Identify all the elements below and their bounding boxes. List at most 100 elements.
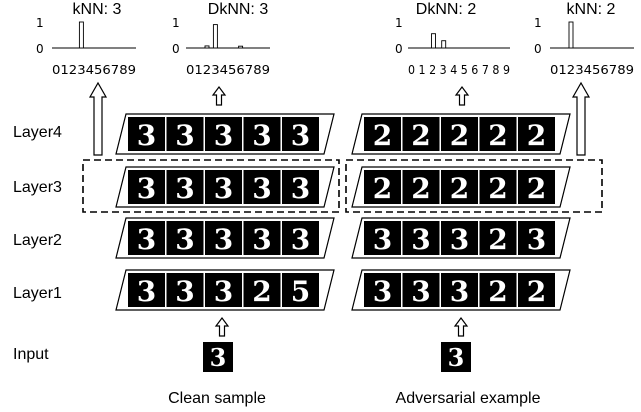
digit-tile [441,117,478,151]
digit-glyph: 2 [488,275,507,308]
dknn-arrow-clean [211,86,227,106]
digit-tile [128,117,165,151]
digit-tile [282,273,319,307]
knn-arrow-clean [88,81,108,156]
digit-tile [243,170,281,204]
digit-glyph: 3 [373,223,392,256]
digit-glyph: 3 [175,223,194,256]
digit-tile [128,273,165,307]
digit-tile [282,221,319,255]
x-tick-labels: 0123456789 [550,63,634,77]
digit-glyph: 3 [291,119,310,152]
digit-glyph: 2 [527,119,546,152]
input-arrow-clean [214,317,230,337]
clean-input-tile: 3 [203,342,233,372]
y-tick-1: 1 [395,16,403,30]
dknn-arrow-adv [454,86,470,106]
digit-tile [518,221,555,255]
y-tick-1: 1 [534,16,542,30]
digit-glyph: 2 [373,119,392,152]
bar-class-2 [568,21,574,49]
digit-glyph: 3 [137,223,156,256]
digit-glyph: 3 [252,223,271,256]
digit-tile [166,273,204,307]
digit-tile [205,221,242,255]
histogram-title: kNN: 3 [73,1,122,18]
digit-glyph: 3 [291,172,310,205]
y-tick-0: 0 [395,42,403,56]
digit-glyph: 2 [450,172,469,205]
digit-glyph: 3 [291,223,310,256]
digit-tile [402,170,440,204]
digit-tile [518,273,555,307]
digit-glyph: 2 [411,119,430,152]
digit-tile [518,117,555,151]
digit-glyph: 3 [214,223,233,256]
digit-tile [282,170,319,204]
input-arrow-adv [453,317,469,337]
layer1-label: Layer1 [13,285,62,302]
digit-glyph: 2 [373,172,392,205]
digit-tile [518,170,555,204]
digit-tile [205,273,242,307]
layer3-highlight-clean [82,159,340,213]
layer3-label: Layer3 [13,179,62,196]
digit-tile [128,221,165,255]
digit-tile [364,273,401,307]
digit-glyph: 5 [291,275,310,308]
bar-class-6 [238,45,244,49]
digit-glyph: 3 [175,119,194,152]
digit-tile [479,117,517,151]
digit-tile [205,170,242,204]
y-tick-1: 1 [36,16,44,30]
bar-class-3 [441,40,447,49]
bar-class-2 [431,33,436,49]
layer4-label: Layer4 [13,124,62,141]
digit-tile [364,117,401,151]
digit-glyph: 3 [175,172,194,205]
digit-glyph: 3 [137,172,156,205]
digit-tile [128,170,165,204]
digit-tile [166,117,204,151]
digit-tile [441,273,478,307]
digit-glyph: 3 [450,223,469,256]
digit-glyph: 3 [137,275,156,308]
digit-tile [402,221,440,255]
digit-tile [243,117,281,151]
digit-glyph: 2 [527,275,546,308]
digit-tile [243,221,281,255]
digit-glyph: 3 [175,275,194,308]
digit-tile [479,273,517,307]
layer2-label: Layer2 [13,232,62,249]
digit-glyph: 3 [252,119,271,152]
digit-glyph: 3 [214,172,233,205]
digit-tile [243,273,281,307]
adversarial-example-caption: Adversarial example [396,390,541,407]
digit-tile [479,221,517,255]
digit-tile [402,117,440,151]
bar-class-3 [78,21,84,49]
digit-tile [479,170,517,204]
input-digit: 3 [210,343,227,372]
digit-glyph: 3 [137,119,156,152]
adversarial-input-tile: 3 [441,342,471,372]
digit-glyph: 3 [450,275,469,308]
y-tick-0: 0 [36,42,44,56]
bar-class-3 [212,24,218,49]
digit-tile [166,221,204,255]
knn-arrow-adv [571,81,591,156]
digit-tile [364,170,401,204]
y-tick-0: 0 [534,42,542,56]
clean-sample-caption: Clean sample [168,390,266,407]
